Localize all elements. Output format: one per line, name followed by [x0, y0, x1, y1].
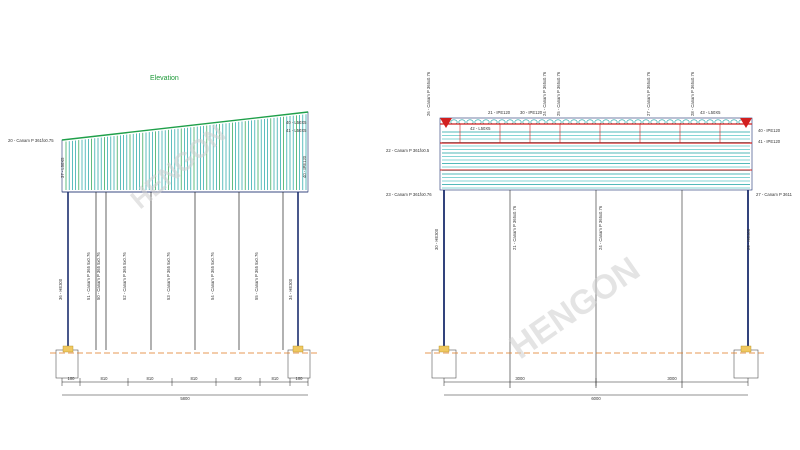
left-baseplate-1 — [62, 345, 74, 353]
left-ridge-line — [61, 111, 309, 141]
right-dim-1: 3000 — [515, 376, 525, 381]
right-top-label: 26 - Canam P 365x0.76 — [426, 71, 431, 116]
right-member-label-2: 30 - IPE120 — [520, 110, 543, 115]
left-dim-text: 810 — [272, 376, 280, 381]
left-roof-ribs — [65, 114, 307, 190]
left-top-label: 20 - Canam P 361fo0.75 — [8, 138, 54, 143]
right-member-label-1: 21 - IPE120 — [488, 110, 511, 115]
left-dim-text: 810 — [235, 376, 243, 381]
right-top-labels: 26 - Canam P 365x0.76 24 - Canam P 365x0.… — [426, 71, 695, 116]
right-left-label-2: 23 - Canam P 361fo0.76 — [386, 192, 432, 197]
left-dim-ticks — [61, 378, 309, 386]
left-dim-text: 100 — [296, 376, 304, 381]
right-column-label: 24 - Canam P 365x0.76 — [598, 205, 603, 250]
right-top-label: 27 - Canam P 365x0.76 — [646, 71, 651, 116]
left-baseplate-2 — [292, 345, 304, 353]
right-member-label-4: 43 - L50X5 — [700, 110, 721, 115]
right-dim-ticks — [443, 378, 749, 386]
right-footing-2 — [733, 349, 759, 379]
left-column-labels: 36 - HE300 51 - Canam P 365 5x0.76 50 - Ca… — [58, 252, 293, 300]
right-dim-2: 3000 — [667, 376, 677, 381]
right-side-label-1: 40 - IPE120 — [758, 128, 781, 133]
right-baseplate-2 — [740, 345, 752, 353]
right-top-label: 24 - Canam P 365x0.76 — [542, 71, 547, 116]
right-right-label-3: 27 - Canam P 3611 — [756, 192, 793, 197]
left-footing-1 — [55, 349, 79, 379]
left-dim-text: 100 — [68, 376, 76, 381]
watermark-2: HENGON — [503, 250, 647, 367]
left-dim-text: 810 — [101, 376, 109, 381]
left-column-label: 52 - Canam P 365 5x0.76 — [122, 252, 127, 300]
left-footing-2 — [287, 349, 311, 379]
right-red-corner-left — [440, 118, 452, 128]
right-side-label-2: 41 - IPE120 — [758, 139, 781, 144]
right-top-label: 28 - Canam P 365x0.76 — [690, 71, 695, 116]
right-left-label-1: 22 - Canam P 361fo0.5 — [386, 148, 430, 153]
right-column-labels: 30 - HE300 29 - HE300 21 - Canam P 365x0.7… — [434, 205, 751, 250]
left-overall-dim: 5800 — [180, 396, 190, 401]
right-column-label: 29 - HE300 — [746, 228, 751, 250]
right-baseplate-1 — [438, 345, 450, 353]
left-corner-label-2: 41 - L50X5 — [286, 128, 307, 133]
right-overall-dim: 6000 — [591, 396, 601, 401]
left-column-label: 36 - HE300 — [58, 278, 63, 300]
right-red-corner-right — [740, 118, 752, 128]
right-columns — [443, 190, 749, 388]
left-dim-text: 810 — [147, 376, 155, 381]
left-dim-text: 810 — [191, 376, 199, 381]
elevation-title: Elevation — [150, 75, 179, 82]
left-column-label: 50 - Canam P 365 5x0.76 — [96, 252, 101, 300]
right-section: 3000 3000 6000 26 - Canam P 365x0.76 24 -… — [386, 71, 793, 401]
left-column-label: 51 - Canam P 365 5x0.76 — [86, 252, 91, 300]
right-red-hangers — [459, 124, 721, 143]
right-roof-box — [439, 117, 753, 191]
left-elevation: Elevation 100 810 810 810 810 810 100 5800 20 … — [8, 75, 320, 401]
left-post-label: 37 - L50X5 — [60, 157, 65, 178]
left-dim-texts: 100 810 810 810 810 810 100 — [68, 376, 304, 381]
right-top-label: 25 - Canam P 365x0.76 — [556, 71, 561, 116]
left-column-label: 34 - HE300 — [288, 278, 293, 300]
right-footing-1 — [431, 349, 457, 379]
left-column-label: 54 - Canam P 365 5x0.76 — [210, 252, 215, 300]
right-column-label: 21 - Canam P 365x0.76 — [512, 205, 517, 250]
right-post-label: 40 - IPE120 — [302, 155, 307, 178]
left-columns — [67, 192, 299, 350]
left-corner-label-1: 40 - L50X5 — [286, 120, 307, 125]
right-member-label-3: 42 - L50X5 — [470, 126, 491, 131]
left-column-label: 53 - Canam P 365 5x0.76 — [166, 252, 171, 300]
watermark-text-2: HENGON — [503, 250, 647, 367]
left-column-label: 55 - Canam P 365 5x0.76 — [254, 252, 259, 300]
right-roof-layers — [442, 131, 750, 189]
right-column-label: 30 - HE300 — [434, 228, 439, 250]
